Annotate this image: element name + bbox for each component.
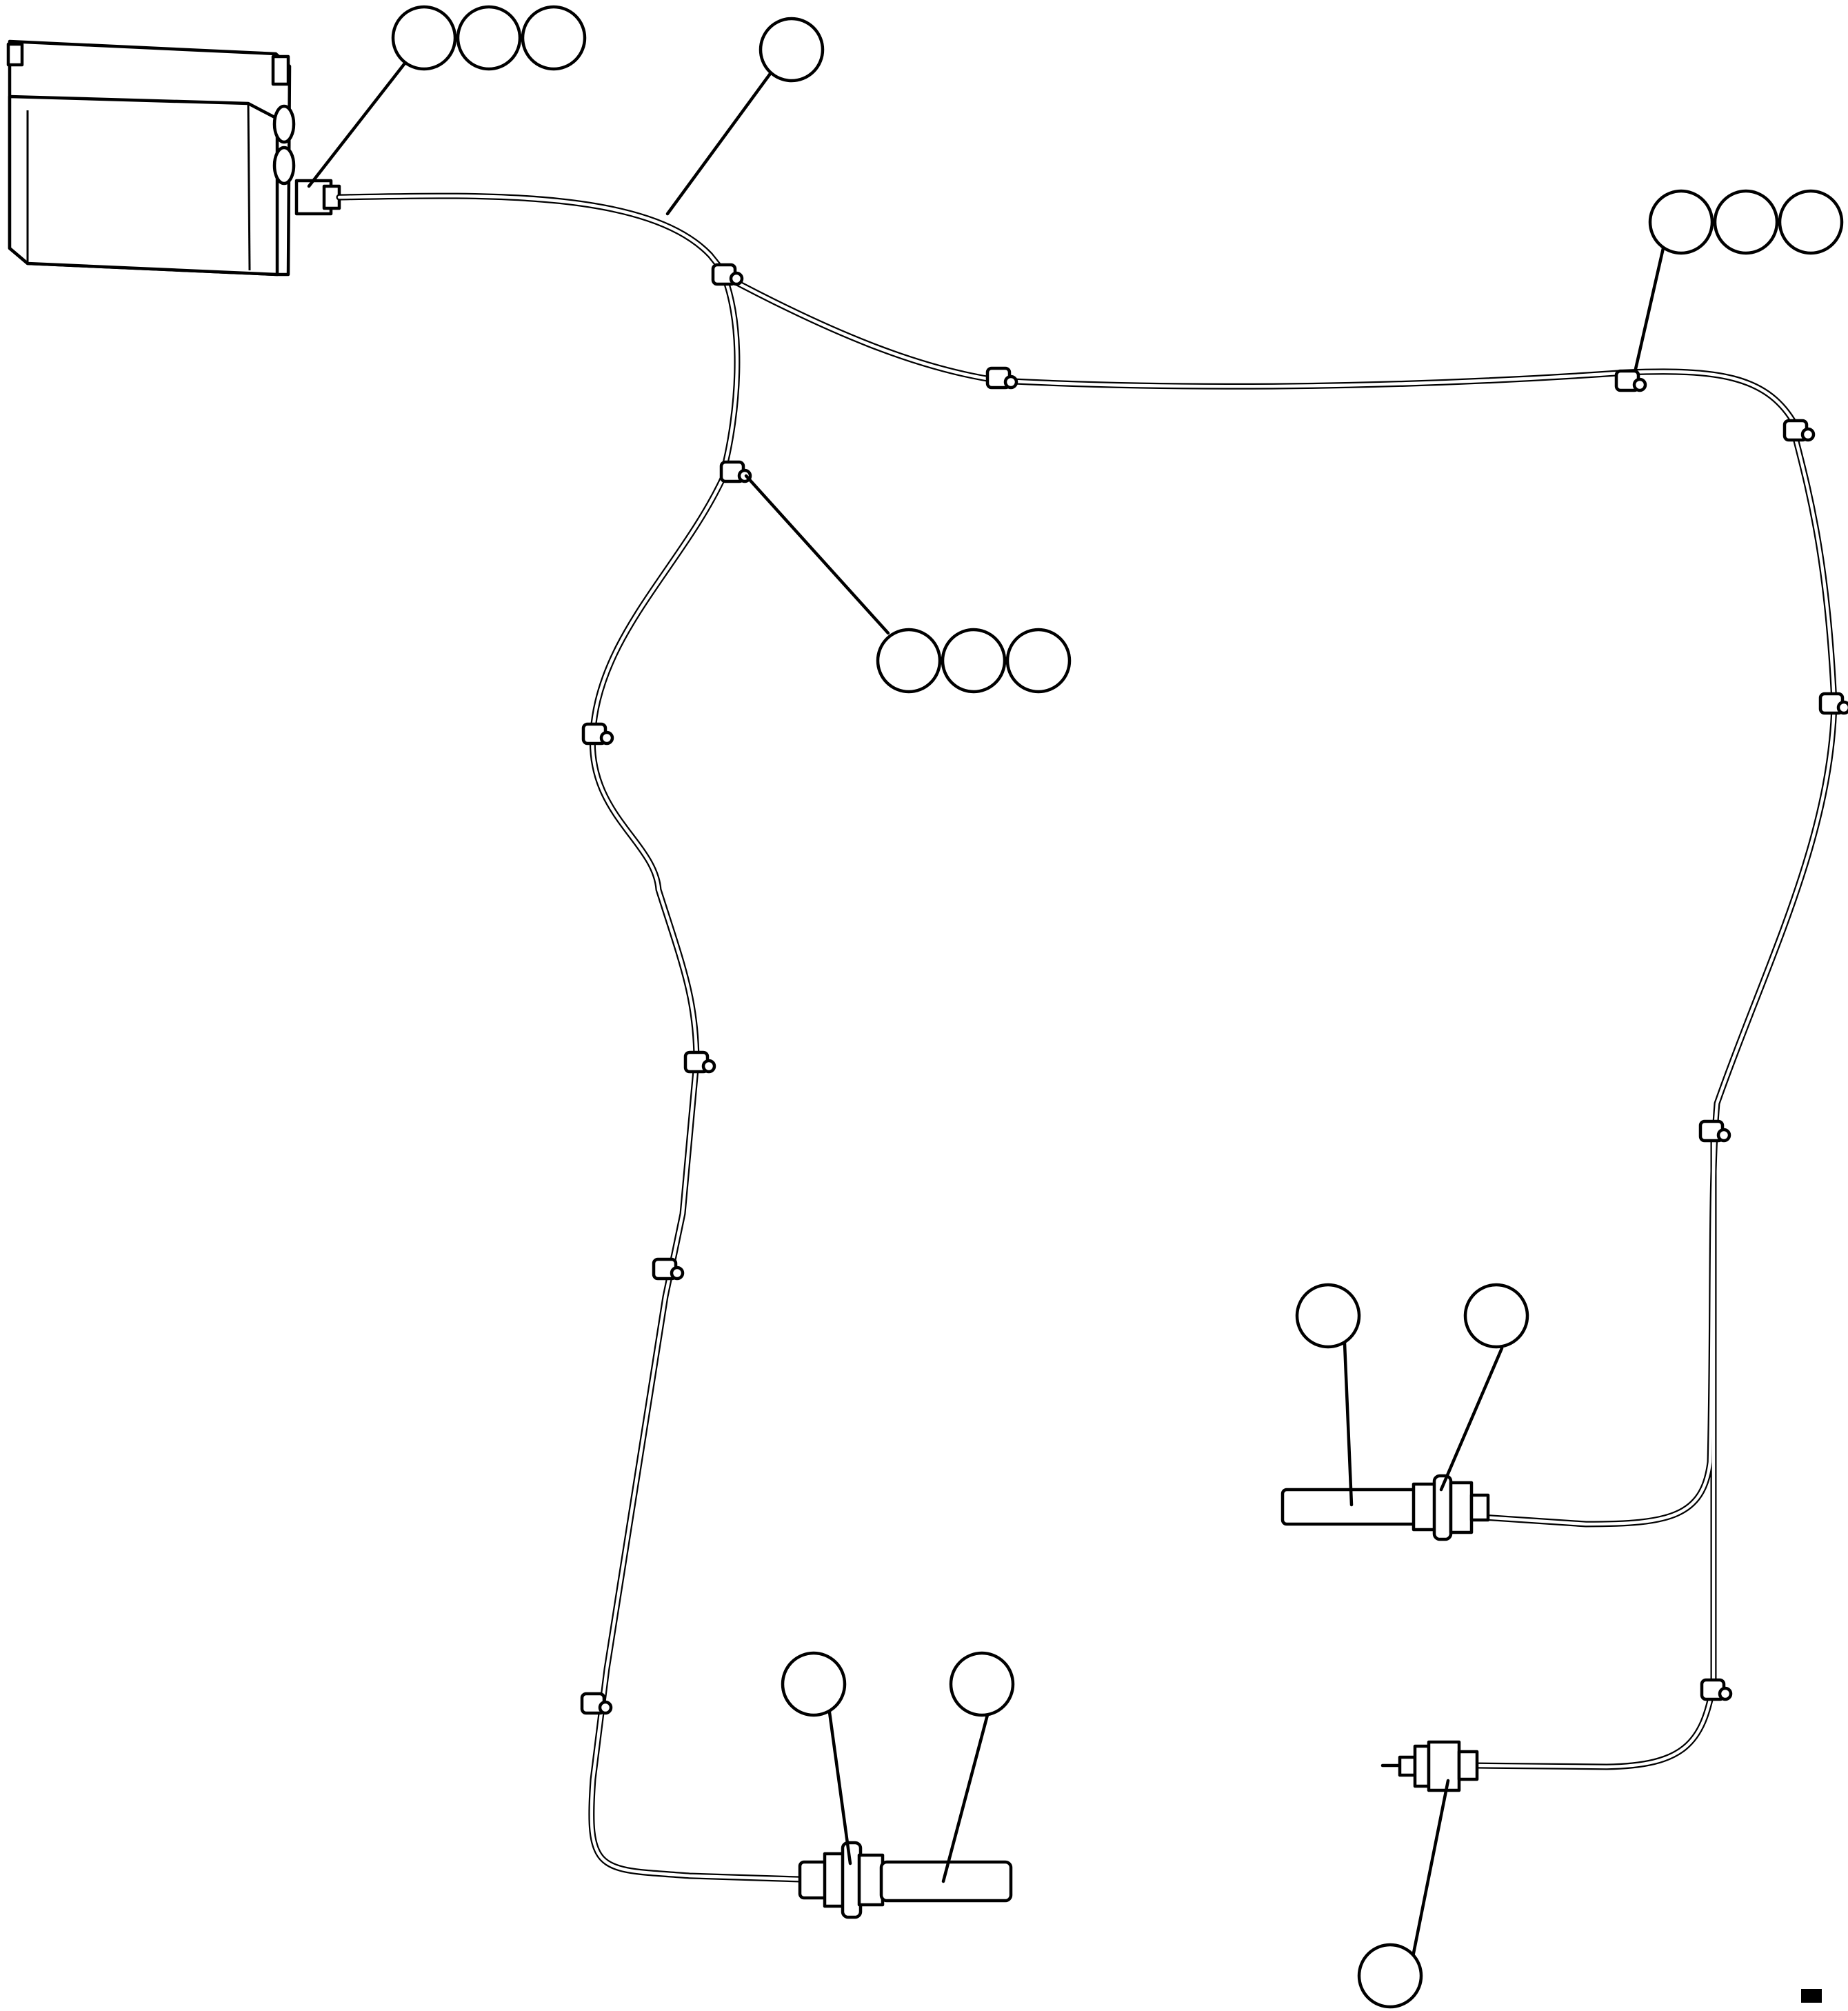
- callout-balloon: [391, 5, 457, 71]
- harness-wires: [336, 192, 1838, 1883]
- harness-clips: [580, 263, 1848, 1715]
- harness-clip: [581, 722, 614, 746]
- harness-clip: [1614, 369, 1647, 392]
- callout-balloon: [876, 628, 942, 694]
- callout-balloon: [456, 5, 522, 71]
- callout-balloon: [759, 17, 825, 83]
- callout-balloon: [1778, 189, 1844, 255]
- harness-clip: [683, 1050, 716, 1074]
- drawing-code-mark: [1801, 1989, 1822, 2003]
- callout-ecu-connector: [391, 5, 587, 71]
- callout-balloon: [941, 628, 1007, 694]
- callout-balloon: [1005, 628, 1072, 694]
- callout-small-sensor: [1357, 1943, 1423, 2009]
- harness-clip: [1818, 692, 1848, 715]
- harness-clip: [719, 460, 752, 483]
- callout-sensor-left: [781, 1651, 1015, 1717]
- callout-balloon: [1713, 189, 1779, 255]
- callout-harness-main: [759, 17, 825, 83]
- callout-clip-center: [876, 628, 1072, 694]
- callout-balloon: [1295, 1283, 1361, 1349]
- harness-clip: [580, 1692, 613, 1715]
- harness-clip: [985, 366, 1018, 390]
- callout-balloon: [1463, 1283, 1529, 1349]
- callout-balloon: [521, 5, 587, 71]
- leader-lines: [307, 59, 1665, 1976]
- control-box: [6, 39, 341, 277]
- callout-sensor-right: [1295, 1283, 1529, 1349]
- harness-clip: [711, 263, 744, 286]
- callout-balloon: [1357, 1943, 1423, 2009]
- callout-balloon: [781, 1651, 847, 1717]
- callout-balloon: [1648, 189, 1714, 255]
- callout-balloons: [391, 5, 1844, 2009]
- callout-clip-right: [1648, 189, 1844, 255]
- sensor-left: [798, 1841, 1013, 1919]
- harness-clip: [1698, 1119, 1731, 1143]
- sensor-right: [1280, 1474, 1490, 1541]
- small-sensor: [1380, 1740, 1479, 1792]
- harness-clip: [1700, 1678, 1733, 1701]
- callout-balloon: [949, 1651, 1015, 1717]
- harness-clip: [652, 1257, 685, 1281]
- harness-clip: [1782, 419, 1816, 442]
